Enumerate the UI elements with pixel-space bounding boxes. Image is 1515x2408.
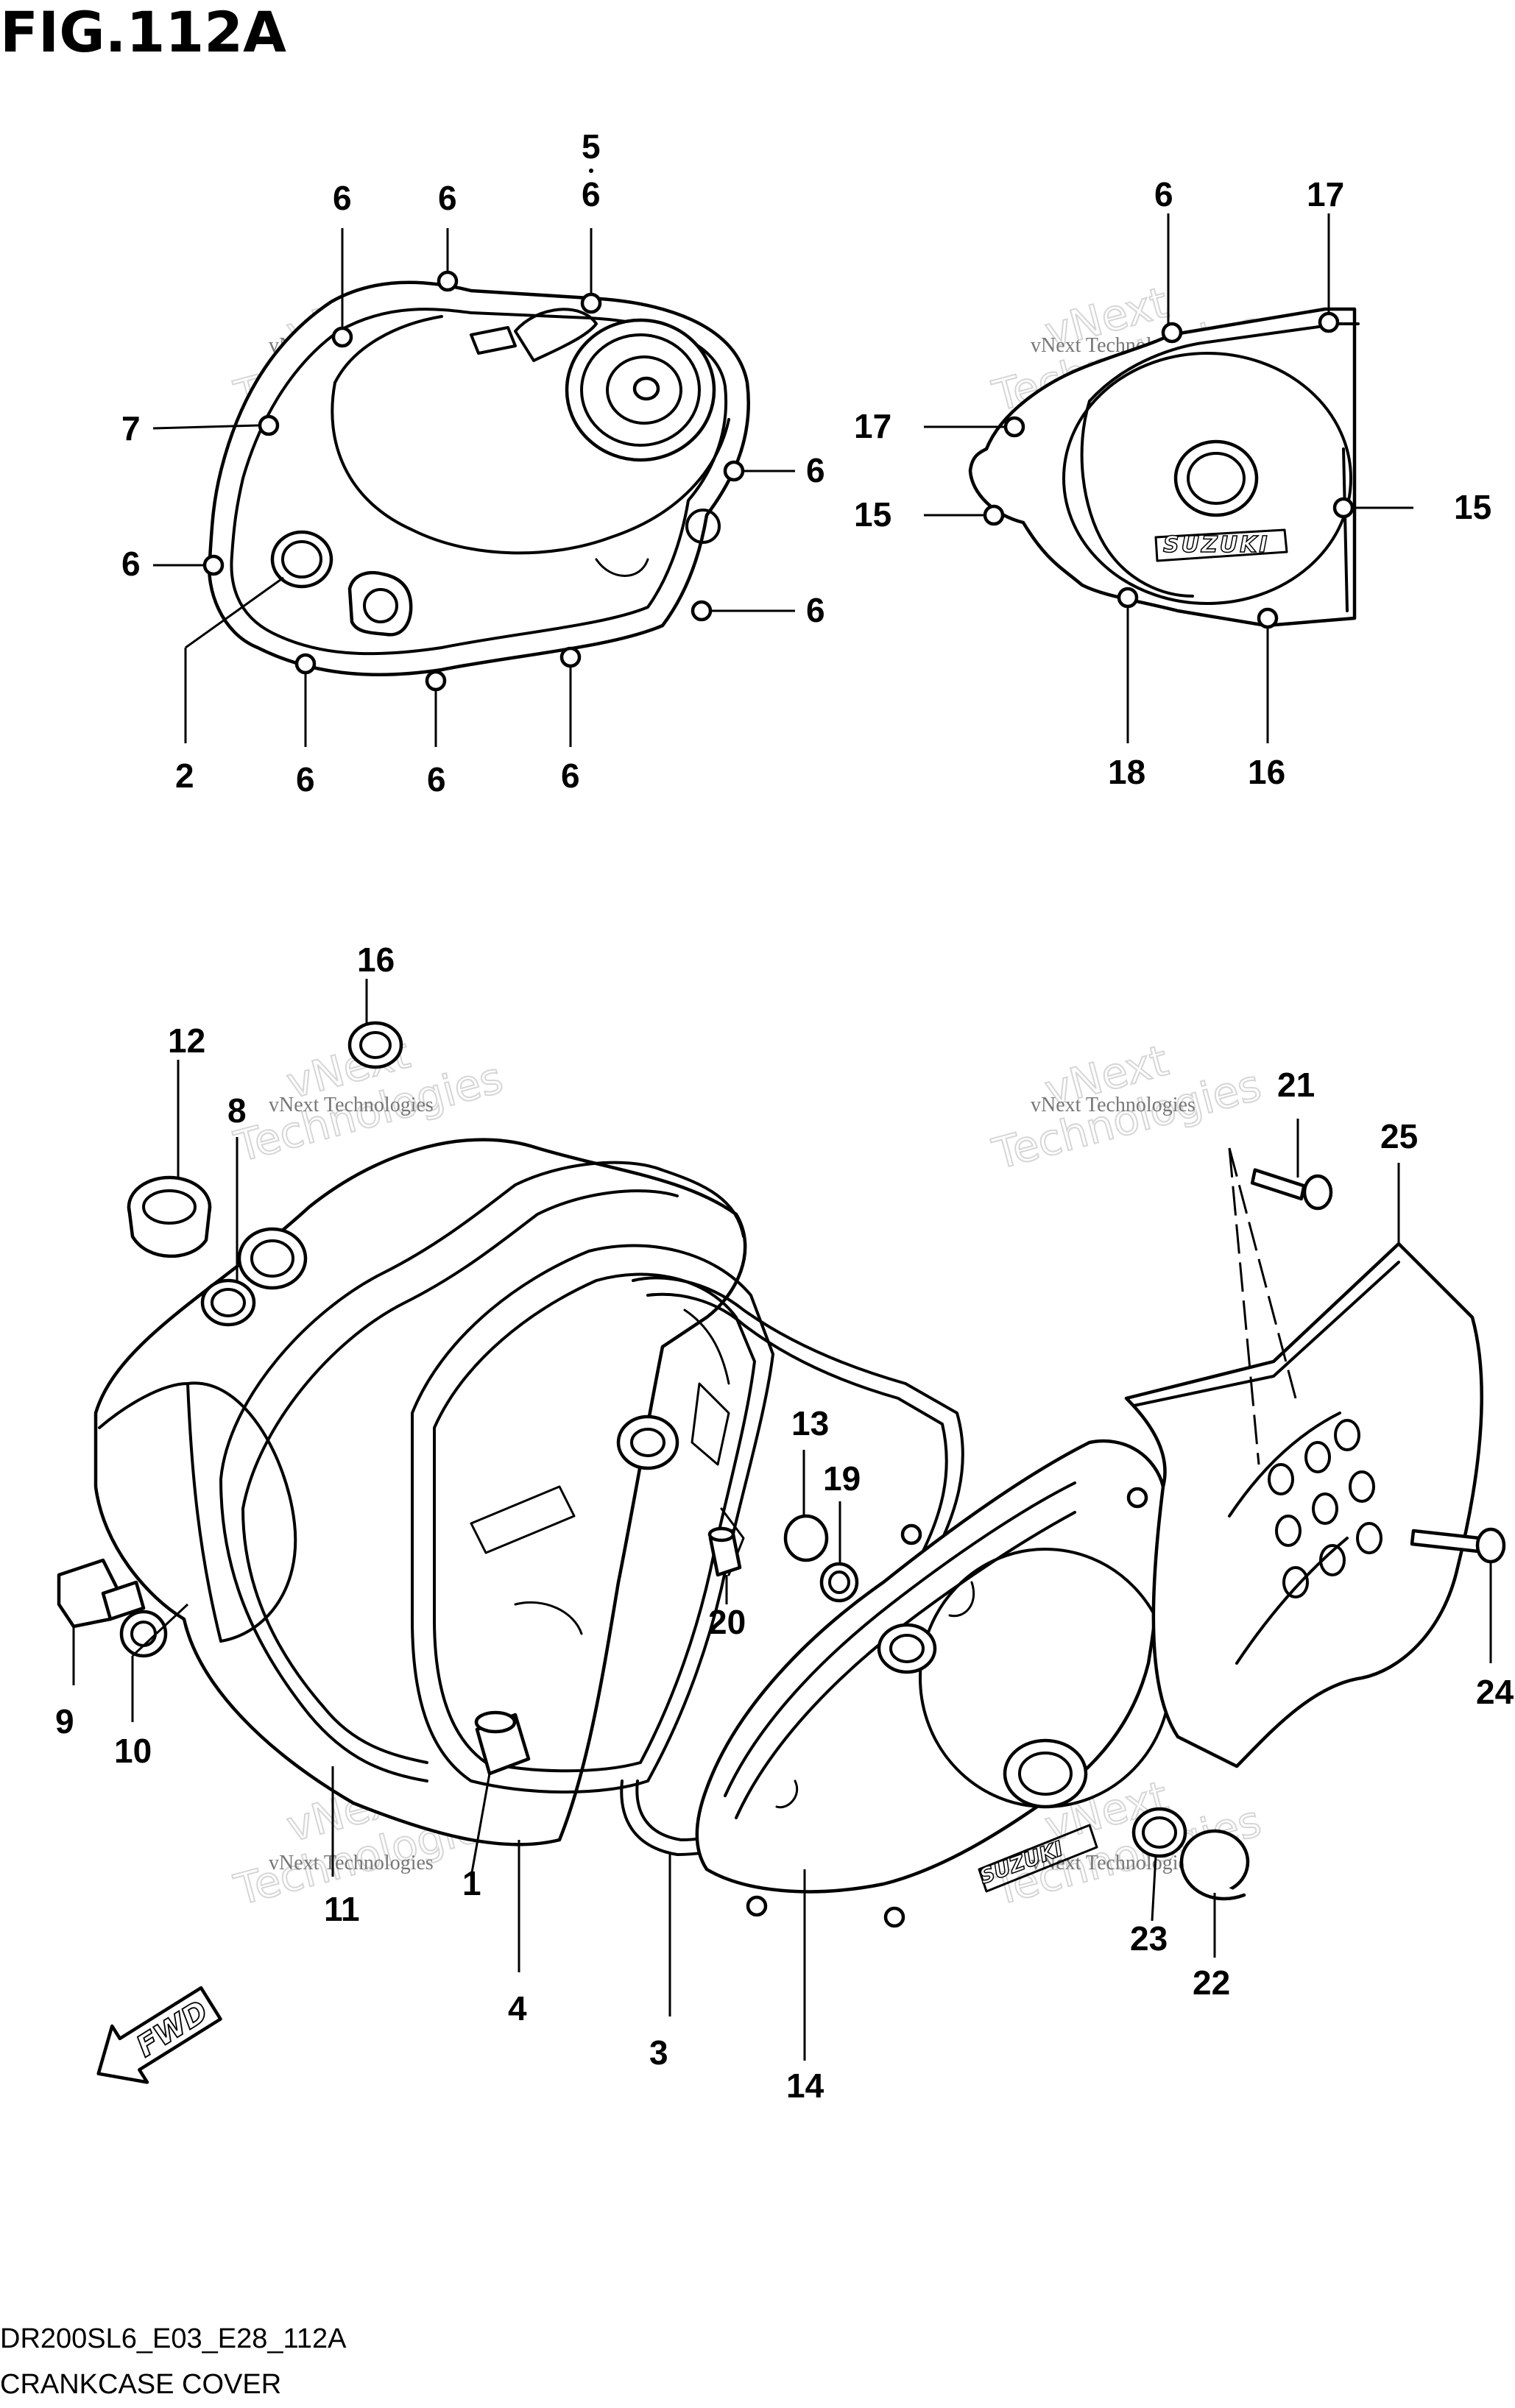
figure-name: CRANKCASE COVER	[0, 2369, 281, 2400]
callout-10: 9	[55, 1702, 74, 1741]
callout-2: 2	[175, 757, 194, 795]
clutch-cover	[202, 270, 750, 692]
callout-14: 3	[649, 2033, 668, 2072]
watermark-text: vNext Technologies	[1031, 1094, 1196, 1116]
callout-6: 6	[561, 757, 580, 795]
callout-3: 4	[508, 1989, 527, 2028]
figure-title: FIG.112A	[0, 0, 286, 65]
callout-19: 13	[791, 1404, 829, 1442]
callout-17: 6	[1154, 175, 1173, 213]
callout-22: 23	[1130, 1919, 1168, 1958]
callout-17: 17	[1307, 175, 1344, 213]
suzuki-emblem: SUZUKI	[1163, 532, 1270, 558]
callout-5: 5	[582, 127, 601, 166]
callout-13: 14	[786, 2067, 824, 2105]
callout-23: 20	[708, 1603, 746, 1641]
watermark-text: vNext Technologies	[269, 1852, 434, 1874]
callout-25: 21	[1277, 1066, 1315, 1104]
callout-6: 6	[427, 760, 446, 798]
callout-15: 17	[854, 407, 891, 445]
callout-26: 24	[1476, 1673, 1514, 1711]
callout-24: 25	[1380, 1117, 1418, 1155]
figure-code: DR200SL6_E03_E28_112A	[0, 2323, 347, 2354]
crankcase-assembly: SUZUKI	[57, 1021, 1506, 2084]
callout-18: 15	[1454, 488, 1491, 526]
callout-15: 15	[854, 495, 891, 534]
callout-12: 16	[357, 941, 395, 979]
callouts: 5 6 6 6 6 7 6 6 6 2 6 6 6 17 17 15 15 18…	[55, 127, 1514, 2105]
callout-1: 11	[324, 1890, 360, 1928]
watermark-text: vNext Technologies	[269, 1094, 434, 1116]
callout-7: 7	[121, 409, 141, 447]
callout-6: 6	[333, 179, 352, 217]
fwd-arrow: FWD	[96, 1986, 222, 2084]
callout-6: 6	[806, 591, 825, 629]
callout-11: 10	[114, 1732, 152, 1770]
callout-6: 6	[296, 760, 315, 798]
callout-6: 6	[438, 179, 457, 217]
callout-6: 6	[121, 545, 141, 583]
magneto-cover: SUZUKI	[968, 307, 1360, 629]
callout-8: 12	[168, 1021, 205, 1060]
leader-lines	[72, 213, 1492, 2061]
callout-20: 19	[823, 1459, 861, 1498]
callout-4: 1	[462, 1864, 481, 1902]
callout-16: 16	[1248, 753, 1285, 791]
callout-6: 6	[582, 175, 601, 213]
callout-6: 6	[806, 451, 825, 489]
callout-9: 8	[227, 1091, 247, 1130]
callout-21: 22	[1193, 1963, 1230, 2002]
callout-16: 18	[1108, 753, 1145, 791]
callout-dot	[589, 169, 593, 173]
